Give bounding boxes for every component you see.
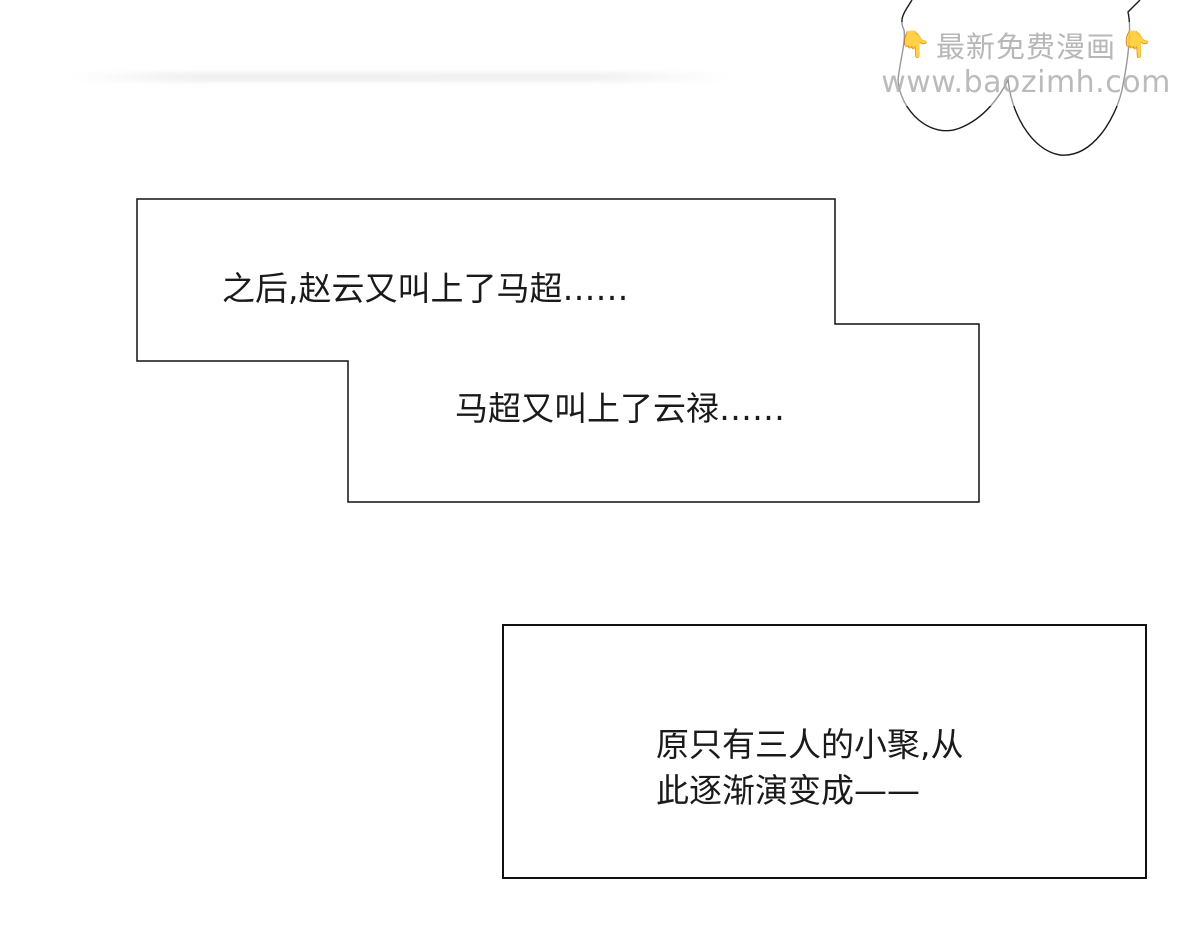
caption-third-line-1: 原只有三人的小聚,从 [656,725,964,764]
panel-edge-line [70,72,730,82]
caption-text-first: 之后,赵云又叫上了马超…… [222,269,629,308]
watermark-url: www.baozimh.com [881,65,1171,100]
stepped-caption-box [136,198,980,503]
pointing-down-hand-icon: 👇 [898,30,932,60]
watermark-title-row: 👇 最新免费漫画 👇 [872,26,1180,64]
watermark-title: 最新免费漫画 [935,30,1116,64]
caption-third-line-2: 此逐渐演变成—— [656,771,920,810]
caption-text-third: 原只有三人的小聚,从 此逐渐演变成—— [656,722,964,814]
watermark: 👇 最新免费漫画 👇 www.baozimh.com [872,22,1180,106]
caption-box-second: 原只有三人的小聚,从 此逐渐演变成—— [502,624,1147,879]
pointing-down-hand-icon: 👇 [1120,30,1154,60]
caption-text-second: 马超又叫上了云禄…… [455,389,785,428]
